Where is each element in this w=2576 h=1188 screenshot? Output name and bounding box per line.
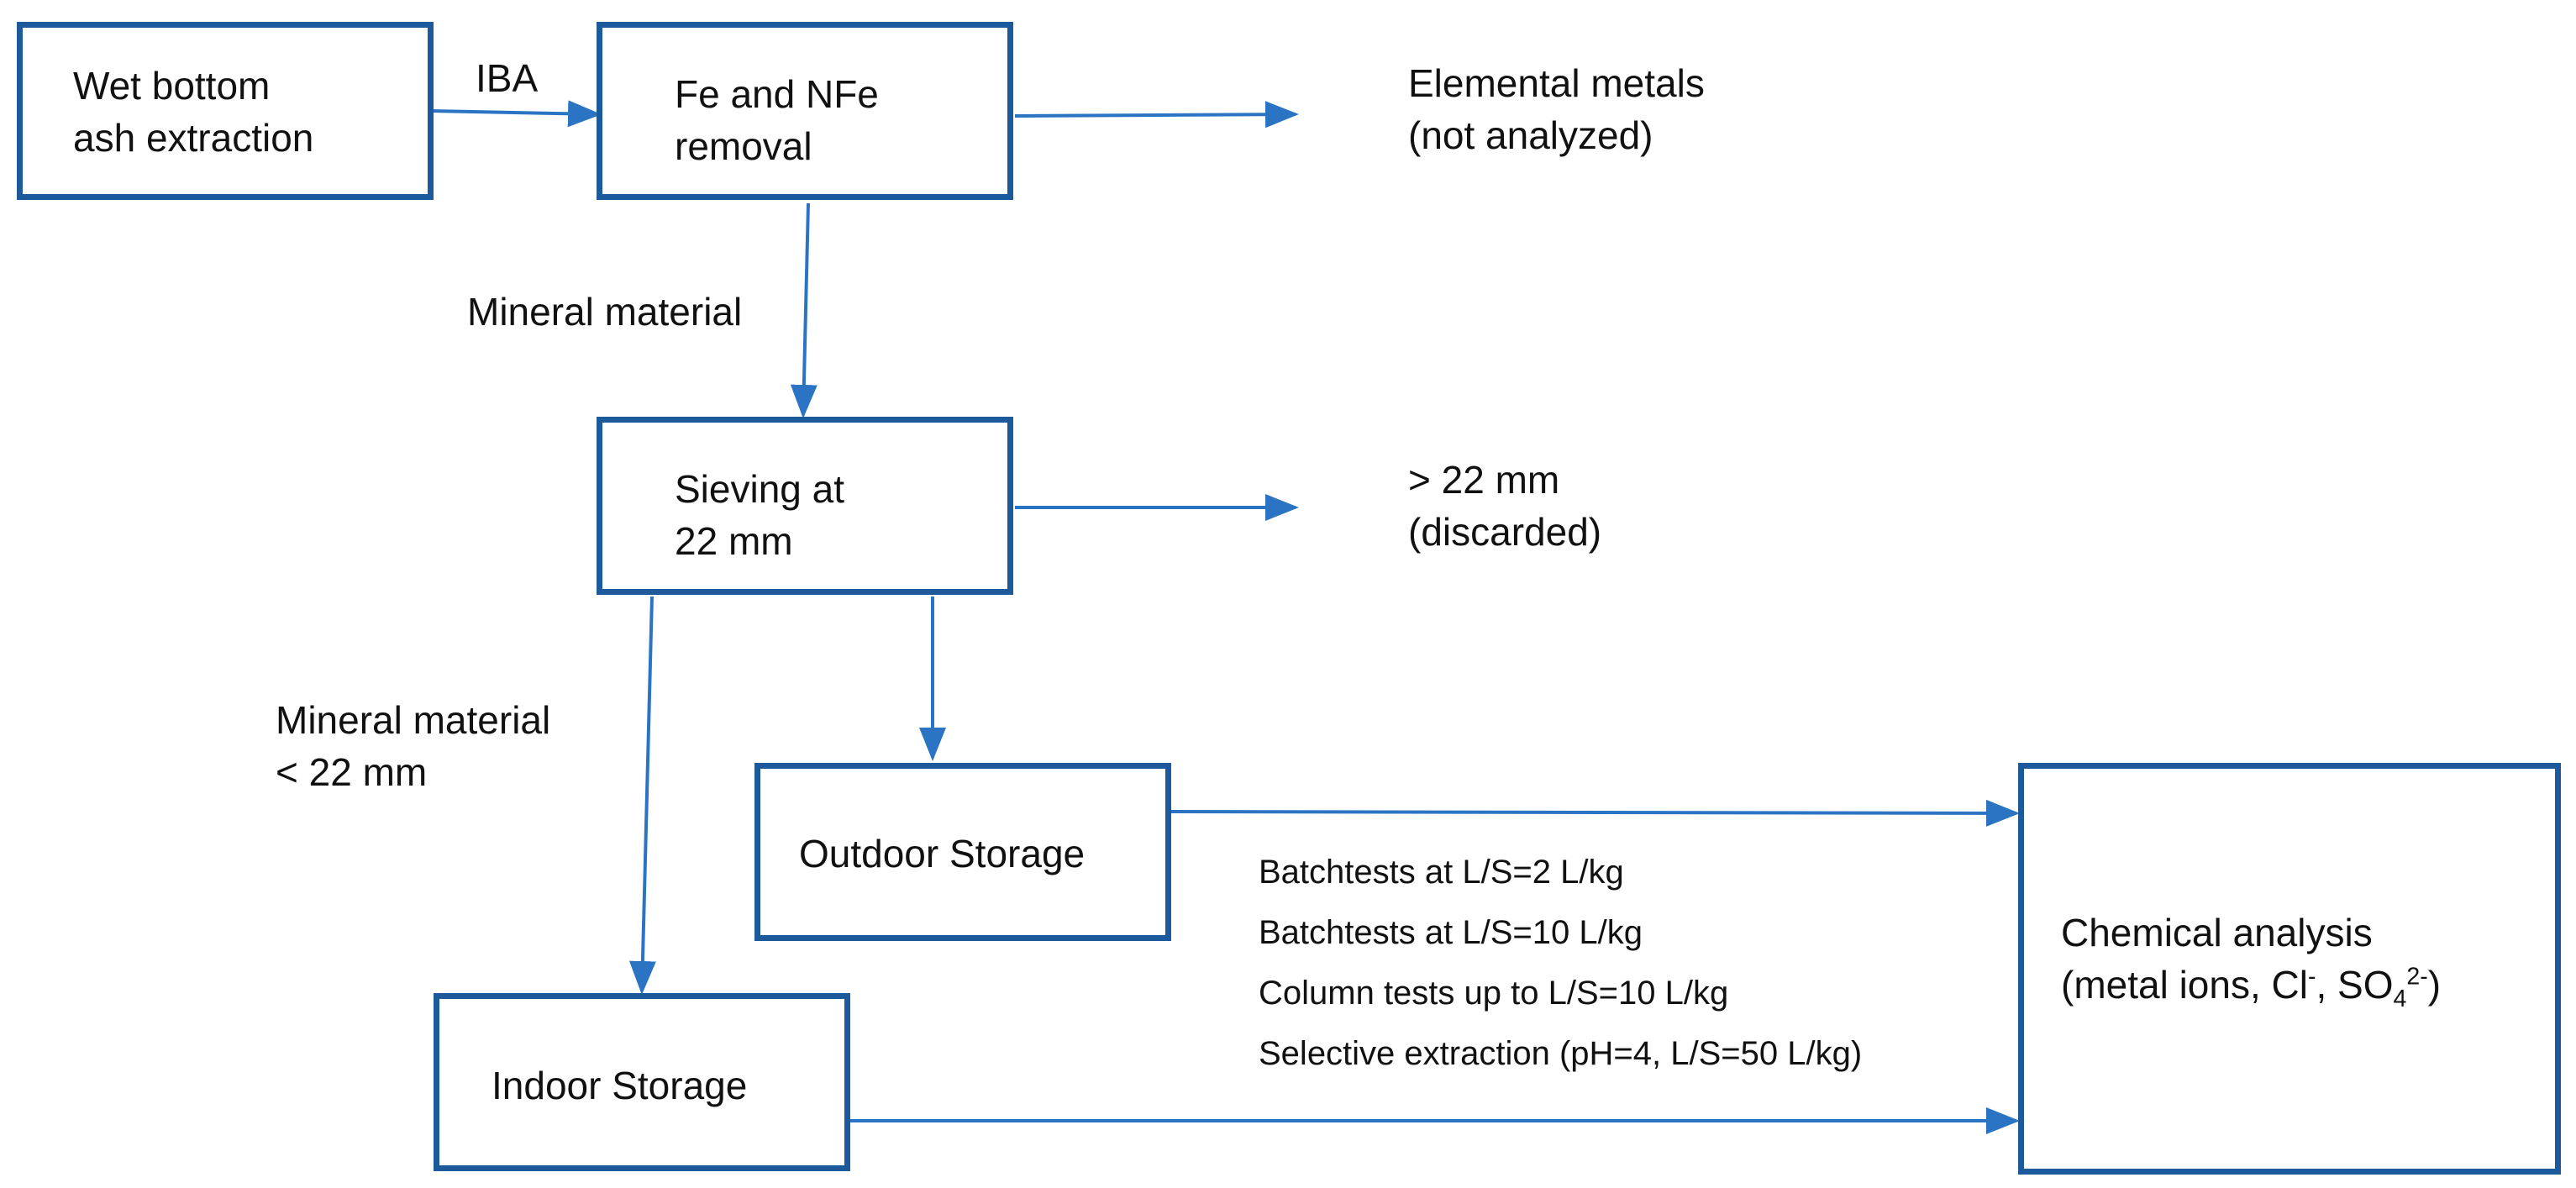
indoor-storage-label: Indoor Storage	[492, 1064, 748, 1107]
mineral-material-label: Mineral material	[467, 290, 743, 334]
elemental-metals-label: Elemental metals	[1408, 61, 1705, 105]
test-item-batch-ls2: Batchtests at L/S=2 L/kg	[1259, 854, 1624, 891]
test-item-selective-extraction: Selective extraction (pH=4, L/S=50 L/kg)	[1259, 1035, 1863, 1072]
arrow-sieving-to-indoor	[628, 596, 656, 995]
arrow-removal-to-sieving	[790, 202, 817, 418]
chemical-analysis-line1: Chemical analysis	[2061, 911, 2373, 954]
sieving-line2: 22 mm	[675, 519, 793, 563]
test-item-column: Column tests up to L/S=10 L/kg	[1259, 975, 1729, 1012]
arrow-removal-to-metals	[1014, 101, 1299, 129]
fe-nfe-removal-box: Fe and NFe removal	[597, 22, 1013, 200]
mineral-material-fine-label: Mineral material	[276, 698, 551, 742]
sieving-box: Sieving at 22 mm	[597, 417, 1013, 595]
iba-label: IBA	[476, 56, 539, 100]
oversize-label: > 22 mm	[1408, 458, 1560, 502]
chemical-analysis-line2: (metal ions, Cl-, SO42-)	[2061, 963, 2442, 1013]
arrow-outdoor-to-analysis	[1170, 799, 2020, 827]
test-item-batch-ls10: Batchtests at L/S=10 L/kg	[1259, 914, 1643, 951]
wet-bottom-ash-extraction-box: Wet bottom ash extraction	[17, 22, 434, 200]
under-22mm-label: < 22 mm	[276, 750, 428, 794]
not-analyzed-label: (not analyzed)	[1408, 113, 1653, 157]
fe-nfe-removal-line1: Fe and NFe	[675, 72, 879, 116]
wet-bottom-ash-line1: Wet bottom	[73, 64, 271, 108]
sieving-line1: Sieving at	[675, 467, 845, 511]
chemical-analysis-box: Chemical analysis (metal ions, Cl-, SO42…	[2018, 763, 2561, 1175]
outdoor-storage-box: Outdoor Storage	[754, 763, 1171, 941]
arrow-extraction-to-removal	[431, 100, 602, 128]
fe-nfe-removal-line2: removal	[675, 124, 812, 168]
outdoor-storage-label: Outdoor Storage	[799, 832, 1086, 875]
indoor-storage-box: Indoor Storage	[434, 993, 850, 1171]
wet-bottom-ash-line2: ash extraction	[73, 116, 314, 160]
discarded-label: (discarded)	[1408, 510, 1602, 554]
